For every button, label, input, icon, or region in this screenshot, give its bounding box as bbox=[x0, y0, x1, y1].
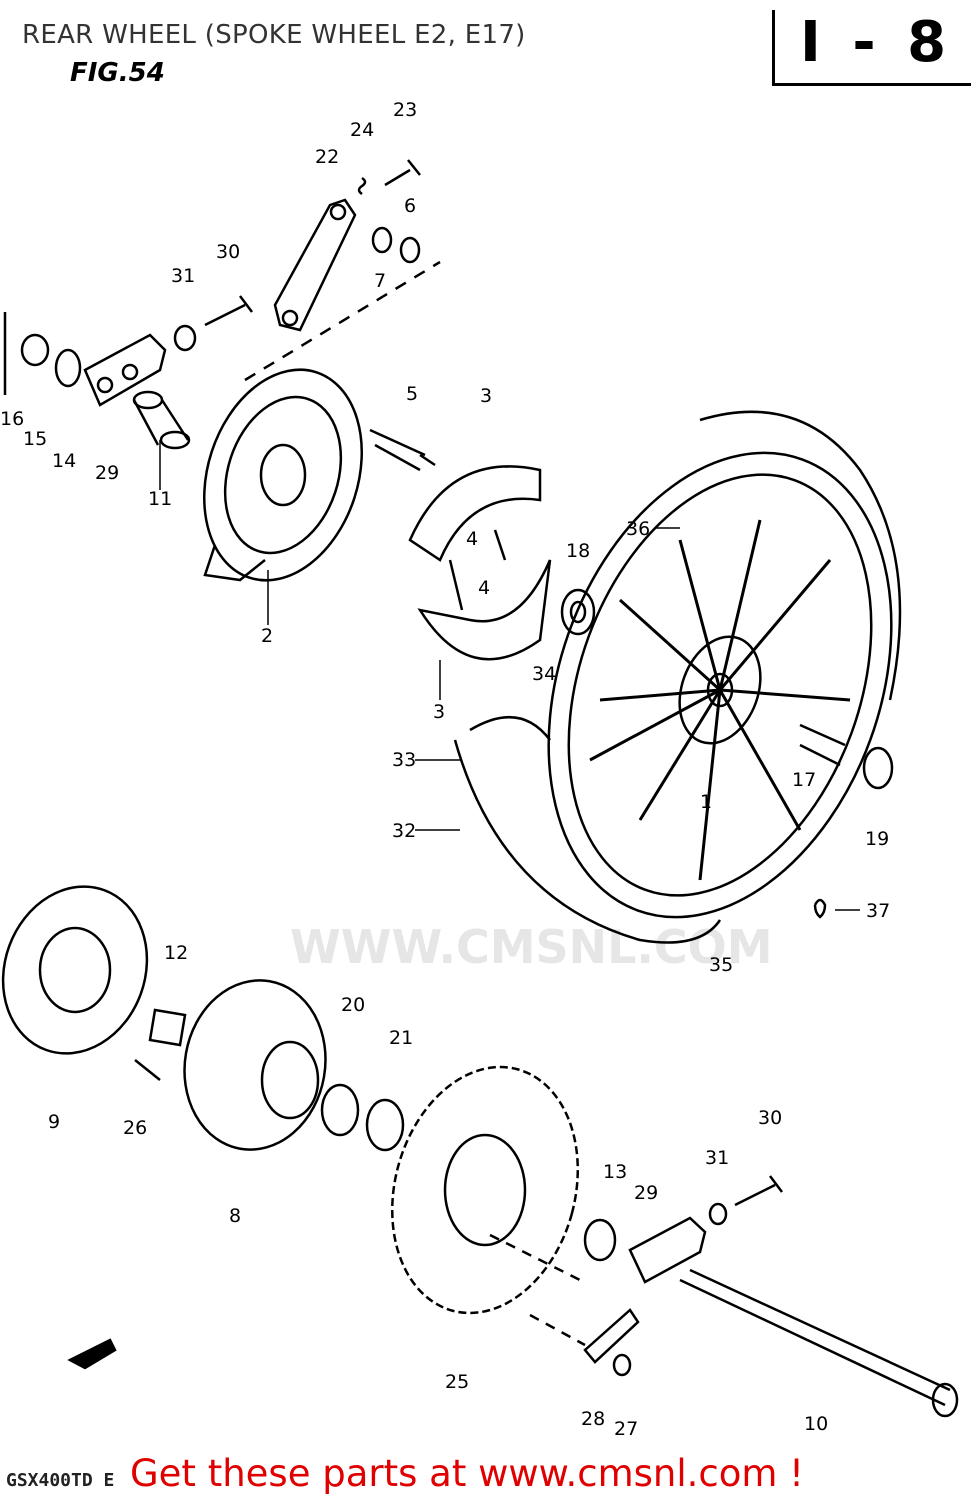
bearing-18 bbox=[560, 588, 596, 636]
callout: 31 bbox=[705, 1147, 729, 1169]
callout: 7 bbox=[374, 270, 386, 292]
bolt-26 bbox=[134, 1059, 161, 1081]
callout: 18 bbox=[566, 540, 590, 562]
callout: 15 bbox=[23, 428, 47, 450]
callout: 6 bbox=[404, 195, 416, 217]
callout: 26 bbox=[123, 1117, 147, 1139]
brake-panel bbox=[202, 368, 364, 582]
figure-number: FIG.54 bbox=[70, 58, 165, 88]
bolt-23 bbox=[384, 159, 421, 187]
callout: 34 bbox=[532, 663, 556, 685]
lock-plate-28 bbox=[583, 1308, 640, 1364]
callout: 3 bbox=[480, 385, 492, 407]
callout: 25 bbox=[445, 1371, 469, 1393]
callout: 11 bbox=[148, 488, 172, 510]
washer-14 bbox=[54, 348, 82, 388]
nut-27 bbox=[612, 1353, 632, 1377]
callout: 4 bbox=[466, 528, 478, 550]
sprocket-mounting-drum bbox=[183, 979, 327, 1151]
oil-seal-19 bbox=[862, 746, 894, 790]
tyre bbox=[453, 410, 902, 944]
callout: 9 bbox=[48, 1111, 60, 1133]
washer-7 bbox=[371, 226, 393, 254]
callout: 30 bbox=[758, 1107, 782, 1129]
callout: 29 bbox=[634, 1182, 658, 1204]
promo-banner[interactable]: Get these parts at www.cmsnl.com ! bbox=[130, 1452, 805, 1495]
callout: 16 bbox=[0, 408, 24, 430]
brake-cam bbox=[369, 428, 436, 472]
brake-shoes bbox=[408, 465, 552, 661]
callout: 17 bbox=[792, 769, 816, 791]
spring-24 bbox=[357, 176, 367, 196]
nut-15 bbox=[20, 333, 50, 367]
callout: 19 bbox=[865, 828, 889, 850]
shoe-spring-upper bbox=[493, 529, 507, 561]
callout: 4 bbox=[478, 577, 490, 599]
callout: 12 bbox=[164, 942, 188, 964]
callout: 1 bbox=[700, 791, 712, 813]
axle-spacer bbox=[799, 723, 846, 767]
bolt-30-top bbox=[204, 295, 253, 327]
callout: 33 bbox=[392, 749, 416, 771]
callout: 23 bbox=[393, 99, 417, 121]
bolt-30-bottom bbox=[734, 1175, 783, 1207]
callout: 35 bbox=[709, 954, 733, 976]
watermark: WWW.CMSNL.COM bbox=[290, 920, 773, 974]
callout-labels: 1 2 3 3 4 4 5 6 7 8 9 10 11 12 13 14 15 … bbox=[0, 99, 890, 1440]
bearing-20 bbox=[320, 1083, 360, 1137]
callout: 24 bbox=[350, 119, 374, 141]
callout: 37 bbox=[866, 900, 890, 922]
title: REAR WHEEL (SPOKE WHEEL E2, E17) bbox=[22, 20, 526, 50]
callout: 20 bbox=[341, 994, 365, 1016]
spokes bbox=[589, 519, 851, 881]
spacer-13 bbox=[583, 1218, 617, 1262]
callout: 14 bbox=[52, 450, 76, 472]
nut-31-bottom bbox=[708, 1202, 728, 1226]
cushion-damper bbox=[1, 885, 149, 1055]
callout: 27 bbox=[614, 1418, 638, 1440]
nut-31-top bbox=[173, 324, 197, 352]
callout: 8 bbox=[229, 1205, 241, 1227]
forward-arrow bbox=[67, 1338, 117, 1370]
torque-link bbox=[273, 198, 357, 332]
rear-sprocket bbox=[390, 1065, 580, 1315]
callout: 5 bbox=[406, 383, 418, 405]
bearing-21 bbox=[365, 1098, 405, 1152]
page-code-box bbox=[772, 10, 971, 86]
callout: 2 bbox=[261, 625, 273, 647]
callout: 31 bbox=[171, 265, 195, 287]
page-code: I - 8 bbox=[800, 10, 953, 75]
rear-axle bbox=[679, 1268, 951, 1407]
wheel-rim bbox=[547, 451, 893, 919]
callout: 13 bbox=[603, 1161, 627, 1183]
callout: 30 bbox=[216, 241, 240, 263]
spacer-11 bbox=[132, 390, 191, 450]
callout: 10 bbox=[804, 1413, 828, 1435]
callout: 28 bbox=[581, 1408, 605, 1430]
wheel-hub bbox=[678, 635, 762, 745]
valve-cap-37 bbox=[813, 898, 827, 919]
shoe-spring-lower bbox=[448, 559, 464, 611]
callout: 32 bbox=[392, 820, 416, 842]
callout: 29 bbox=[95, 462, 119, 484]
chain-adjuster-top bbox=[83, 333, 167, 407]
callout: 21 bbox=[389, 1027, 413, 1049]
nut-6 bbox=[399, 236, 421, 264]
model-code: GSX400TD E bbox=[6, 1470, 115, 1491]
chain-adjuster-bottom bbox=[628, 1216, 707, 1284]
callout: 36 bbox=[626, 518, 650, 540]
callout: 22 bbox=[315, 146, 339, 168]
spacer-12 bbox=[148, 1008, 187, 1047]
callout: 3 bbox=[433, 701, 445, 723]
